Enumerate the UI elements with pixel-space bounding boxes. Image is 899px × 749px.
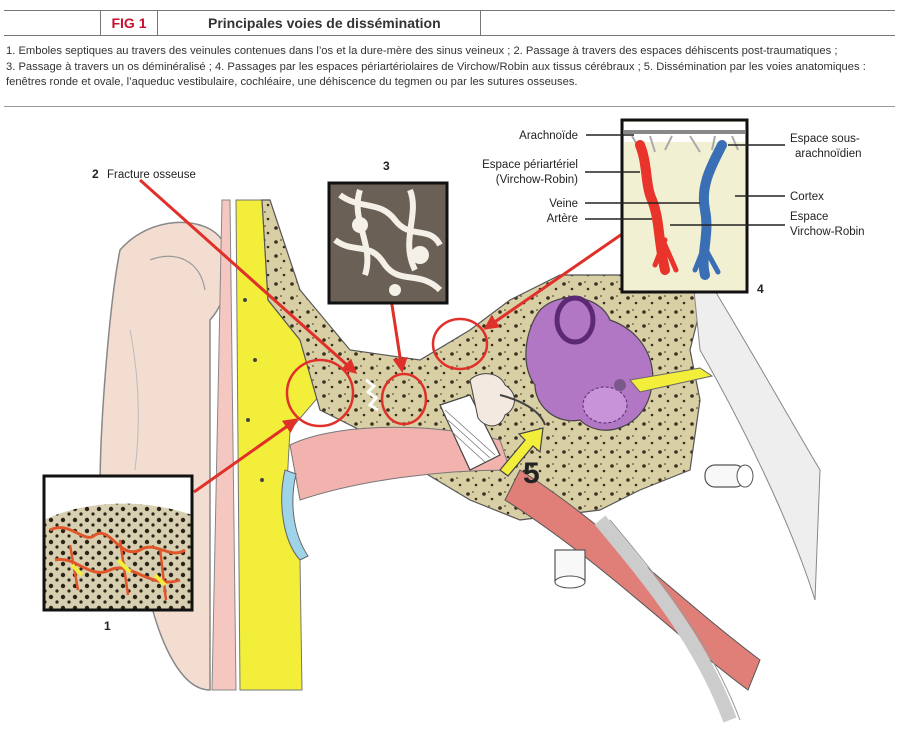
- label-artere: Artère: [547, 213, 578, 225]
- label-arachnoide: Arachnoïde: [519, 130, 578, 142]
- header-rule-bottom: [4, 35, 895, 36]
- auricle: [100, 222, 229, 690]
- caption-rule: [4, 106, 895, 107]
- eustachian-tube: [505, 470, 760, 690]
- label-espace-periarteriel: Espace périartériel: [482, 159, 578, 171]
- caption-line-2: 3. Passage à travers un os déminéralisé …: [6, 60, 896, 76]
- label-fracture: Fracture osseuse: [107, 169, 196, 181]
- label-4: 4: [757, 282, 764, 296]
- inset-1: [44, 476, 192, 610]
- label-espace-sous: Espace sous-: [790, 133, 860, 145]
- figure-caption: 1. Emboles septiques au travers des vein…: [6, 44, 896, 91]
- caption-line-1: 1. Emboles septiques au travers des vein…: [6, 44, 896, 60]
- label-virchow-robin-paren: (Virchow-Robin): [496, 174, 578, 186]
- ear-anatomy-illustration: 5 1 3 2 Fracture osseuse 4: [0, 110, 899, 749]
- label-espace: Espace: [790, 211, 828, 223]
- figure-header: FIG 1 Principales voies de dissémination: [0, 0, 899, 36]
- label-veine: Veine: [549, 198, 578, 210]
- label-2: 2: [92, 167, 99, 181]
- label-cortex: Cortex: [790, 191, 824, 203]
- label-virchow-robin: Virchow-Robin: [790, 226, 865, 238]
- inset-4: [622, 120, 747, 292]
- label-1: 1: [104, 619, 111, 633]
- inset-3: [329, 183, 447, 303]
- label-5: 5: [523, 457, 540, 490]
- figure-number: FIG 1: [100, 10, 158, 35]
- label-arachnoidien: arachnoïdien: [795, 148, 862, 160]
- figure-title: Principales voies de dissémination: [156, 10, 481, 35]
- caption-line-3: fenêtres ronde et ovale, l’aqueduc vesti…: [6, 75, 896, 91]
- label-3: 3: [383, 159, 390, 173]
